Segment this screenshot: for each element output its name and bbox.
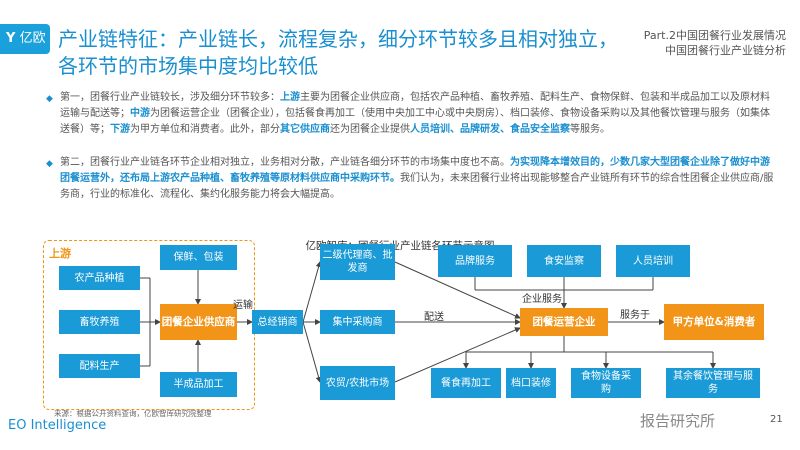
service-connector bbox=[474, 277, 654, 290]
label-enterprise-service: 企业服务 bbox=[522, 294, 562, 305]
para2-text: 我们认为，未来团餐行业将出现能够整合产业链所有环节的综合性团餐企业供应商/服务商… bbox=[60, 173, 774, 200]
para1-text: 为团餐运营企业（团餐企业），包括餐食再加工（使用中央加工中心或中央厨房）、档口装… bbox=[60, 108, 770, 135]
arrow-to-secondary bbox=[302, 261, 322, 323]
para1-highlight-downstream: 下游 bbox=[110, 124, 130, 135]
box-staff-training: 人员培训 bbox=[616, 245, 690, 277]
box-general-distributor: 总经销商 bbox=[252, 310, 303, 334]
box-food-safety: 食安监察 bbox=[527, 245, 601, 277]
para1-text: 主要为团餐企业供应商，包括农产品种植、畜牧养殖、配料生产、食物保鲜、包装和半成品… bbox=[60, 92, 770, 119]
para1-highlight-services: 人员培训、品牌研发、食品安全监察 bbox=[410, 124, 570, 135]
box-secondary-agent: 二级代理商、批发商 bbox=[320, 244, 395, 280]
para2-highlight: 为实现降本增效目的，少数几家大型团餐企业除了做好中游团餐运营外，还布局上游农产品… bbox=[60, 157, 770, 184]
para1-highlight-other-suppliers: 其它供应商 bbox=[280, 124, 330, 135]
label-serve: 服务于 bbox=[620, 310, 650, 321]
diamond-bullet-icon: ◆ bbox=[46, 94, 53, 104]
arrow-to-market bbox=[302, 321, 322, 383]
section-label: 中国团餐行业产业链分析 bbox=[665, 44, 786, 57]
box-brand-service: 品牌服务 bbox=[438, 245, 512, 277]
para1-highlight-upstream: 上游 bbox=[280, 92, 300, 103]
box-client-consumer: 甲方单位&消费者 bbox=[664, 304, 764, 340]
source-note: 来源：根据公开资料查询，亿欧智库研究院整理 bbox=[54, 409, 212, 418]
box-preserve-package: 保鲜、包装 bbox=[160, 245, 237, 270]
box-catering-operator: 团餐运营企业 bbox=[520, 308, 608, 336]
box-ingredients: 配料生产 bbox=[59, 354, 140, 378]
arrow-market-to-operator bbox=[394, 327, 521, 383]
page-title: 产业链特征：产业链长，流程复杂，细分环节较多且相对独立，各环节的市场集中度均比较… bbox=[58, 27, 618, 78]
box-catering-supplier: 团餐企业供应商 bbox=[160, 304, 237, 340]
para1-text: 第一，团餐行业产业链较长，涉及细分环节较多： bbox=[60, 92, 280, 103]
box-meal-reprocessing: 餐食再加工 bbox=[431, 368, 501, 398]
para1-highlight-midstream: 中游 bbox=[130, 108, 150, 119]
page-number: 21 bbox=[770, 414, 783, 425]
logo-icon: Y bbox=[6, 31, 16, 46]
para2-text: 第二，团餐行业产业链各环节企业相对独立，业务相对分散，产业链各细分环节的市场集中… bbox=[60, 157, 510, 168]
para1-text: 还为团餐企业提供 bbox=[330, 124, 410, 135]
label-transport: 运输 bbox=[233, 300, 253, 311]
box-livestock: 畜牧养殖 bbox=[59, 310, 140, 334]
label-delivery: 配送 bbox=[424, 312, 444, 323]
para1-text: 等服务。 bbox=[570, 124, 610, 135]
box-stall-decoration: 档口装修 bbox=[506, 368, 556, 398]
watermark: 报告研究所 bbox=[640, 412, 716, 430]
yiou-logo: Y 亿欧 bbox=[0, 24, 50, 54]
part-label: Part.2中国团餐行业发展情况 bbox=[643, 29, 786, 42]
diamond-bullet-icon: ◆ bbox=[46, 159, 53, 169]
box-other-services: 其余餐饮管理与服务 bbox=[666, 368, 760, 398]
box-central-purchaser: 集中采购商 bbox=[320, 310, 395, 334]
footer-brand: EO Intelligence bbox=[8, 418, 107, 433]
box-semi-processing: 半成品加工 bbox=[160, 372, 237, 397]
paragraph-2: ◆ 第二，团餐行业产业链各环节企业相对独立，业务相对分散，产业链各细分环节的市场… bbox=[46, 155, 775, 203]
paragraph-1: ◆ 第一，团餐行业产业链较长，涉及细分环节较多：上游主要为团餐企业供应商，包括农… bbox=[46, 90, 775, 138]
box-farm-market: 农贸/农批市场 bbox=[320, 366, 395, 400]
section-header: Part.2中国团餐行业发展情况 中国团餐行业产业链分析 bbox=[644, 28, 786, 58]
para1-text: 为甲方单位和消费者。此外，部分 bbox=[130, 124, 280, 135]
upstream-label: 上游 bbox=[49, 247, 71, 260]
box-agriculture: 农产品种植 bbox=[59, 266, 140, 290]
logo-text: 亿欧 bbox=[19, 31, 46, 46]
raw-material-connector bbox=[140, 277, 150, 367]
box-equipment-purchase: 食物设备采购 bbox=[571, 368, 641, 398]
arrow-secondary-to-operator bbox=[394, 261, 521, 319]
